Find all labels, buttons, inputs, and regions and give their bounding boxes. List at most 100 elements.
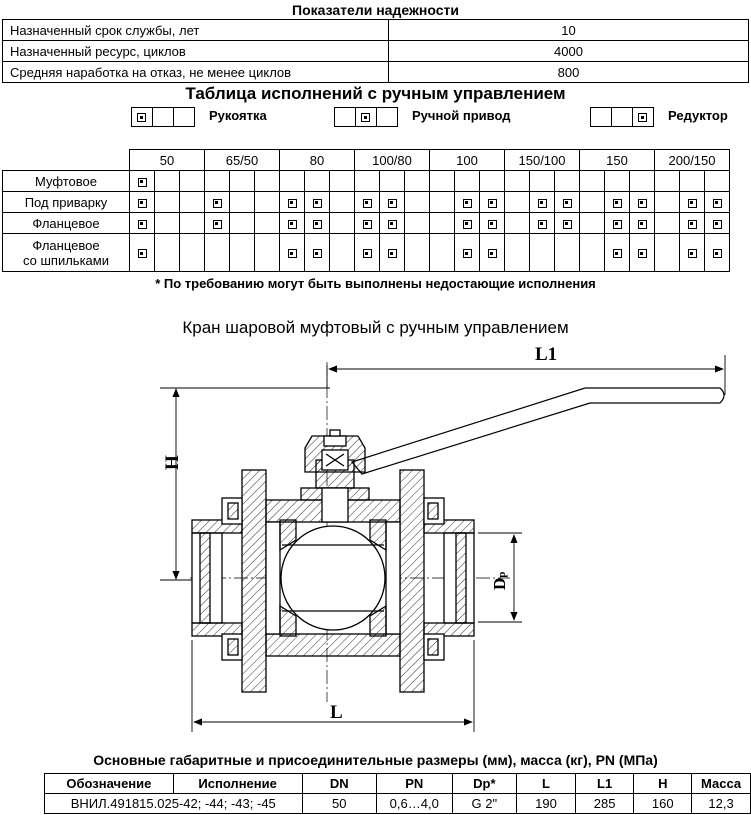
variant-mark-icon xyxy=(712,198,722,208)
reliability-value: 800 xyxy=(388,61,749,83)
variants-footnote: * По требованию могут быть выполнены нед… xyxy=(155,276,596,291)
variant-mark-icon xyxy=(462,219,472,229)
dim-h-label: H xyxy=(162,455,183,470)
variant-mark-icon xyxy=(362,249,372,259)
dimensions-cell: 50 xyxy=(301,793,377,814)
variant-cell xyxy=(504,233,530,272)
variant-mark-icon xyxy=(712,249,722,259)
variant-mark-icon xyxy=(312,249,322,259)
dn-header: 100 xyxy=(429,149,505,171)
dimensions-header-cell: H xyxy=(633,773,693,794)
dimensions-header-cell: L1 xyxy=(574,773,635,794)
variant-mark-icon xyxy=(612,219,622,229)
variant-cell xyxy=(479,233,505,272)
dimensions-title: Основные габаритные и присоединительные … xyxy=(93,752,658,768)
reliability-label: Средняя наработка на отказ, не менее цик… xyxy=(2,61,389,83)
variant-mark-icon xyxy=(387,249,397,259)
variant-mark-icon xyxy=(362,198,372,208)
dim-l-label: L xyxy=(330,702,343,723)
variants-row: Под приварку xyxy=(2,191,730,213)
variant-mark-icon xyxy=(487,219,497,229)
legend-mark-icon xyxy=(638,113,647,122)
variant-mark-icon xyxy=(487,249,497,259)
variant-mark-icon xyxy=(612,198,622,208)
variants-title: Таблица исполнений с ручным управлением xyxy=(185,84,566,103)
variant-mark-icon xyxy=(312,219,322,229)
legend-box xyxy=(376,107,398,127)
dim-dp-letter: D xyxy=(490,577,509,590)
dimensions-header-cell: Исполнение xyxy=(172,773,303,794)
variant-mark-icon xyxy=(687,249,697,259)
variant-mark-icon xyxy=(312,198,322,208)
dimensions-cell: ВНИЛ.491815.025-42; -44; -43; -45 xyxy=(44,793,303,814)
variant-cell xyxy=(179,233,205,272)
dim-dp-label: Dр xyxy=(490,572,510,590)
variant-mark-icon xyxy=(287,249,297,259)
dimensions-cell: 12,3 xyxy=(691,793,751,814)
dimensions-header-cell: L xyxy=(516,773,576,794)
variant-cell xyxy=(354,191,380,213)
dn-header: 200/150 xyxy=(654,149,730,171)
legend-box xyxy=(632,107,654,127)
dimensions-header-cell: DN xyxy=(301,773,377,794)
dimensions-header-cell: Dp* xyxy=(451,773,518,794)
variant-mark-icon xyxy=(637,219,647,229)
legend-mark-icon xyxy=(361,113,370,122)
variant-mark-icon xyxy=(462,249,472,259)
variant-mark-icon xyxy=(537,219,547,229)
legend-item: Рукоятка xyxy=(131,107,331,127)
legend-label: Ручной привод xyxy=(412,108,511,123)
variant-mark-icon xyxy=(637,249,647,259)
variant-mark-icon xyxy=(462,198,472,208)
variant-mark-icon xyxy=(137,177,147,187)
dim-l1-label: L1 xyxy=(535,344,558,365)
variant-cell xyxy=(604,233,630,272)
variant-mark-icon xyxy=(687,198,697,208)
dimensions-header-cell: PN xyxy=(375,773,453,794)
variant-mark-icon xyxy=(137,249,147,259)
variant-mark-icon xyxy=(687,219,697,229)
legend-label: Рукоятка xyxy=(209,108,267,123)
dn-header: 80 xyxy=(279,149,355,171)
legend-item: Ручной привод xyxy=(334,107,534,127)
reliability-title: Показатели надежности xyxy=(292,2,459,18)
variant-cell xyxy=(579,233,605,272)
variant-mark-icon xyxy=(362,219,372,229)
variant-mark-icon xyxy=(562,198,572,208)
variant-cell xyxy=(379,233,405,272)
dimensions-cell: 285 xyxy=(574,793,635,814)
variant-mark-icon xyxy=(387,219,397,229)
dim-dp-subscript: р xyxy=(496,571,508,578)
variant-label: Муфтовое xyxy=(2,170,130,192)
variant-cell xyxy=(304,233,330,272)
variant-mark-icon xyxy=(612,249,622,259)
variant-mark-icon xyxy=(637,198,647,208)
variant-cell xyxy=(204,233,230,272)
reliability-row: Средняя наработка на отказ, не менее цик… xyxy=(2,61,749,83)
drawing-title: Кран шаровой муфтовый с ручным управлени… xyxy=(182,318,569,337)
variant-mark-icon xyxy=(137,219,147,229)
variant-mark-icon xyxy=(287,198,297,208)
dimensions-cell: G 2" xyxy=(451,793,518,814)
dn-header: 150/100 xyxy=(504,149,580,171)
variant-mark-icon xyxy=(287,219,297,229)
variant-cell xyxy=(429,233,455,272)
variant-mark-icon xyxy=(212,219,222,229)
variant-cell xyxy=(704,233,730,272)
variant-mark-icon xyxy=(137,198,147,208)
variant-mark-icon xyxy=(387,198,397,208)
variant-mark-icon xyxy=(487,198,497,208)
dimensions-header-cell: Масса xyxy=(691,773,751,794)
legend-label: Редуктор xyxy=(668,108,728,123)
dimensions-cell: 0,6…4,0 xyxy=(375,793,453,814)
legend-item: Редуктор xyxy=(590,107,751,127)
